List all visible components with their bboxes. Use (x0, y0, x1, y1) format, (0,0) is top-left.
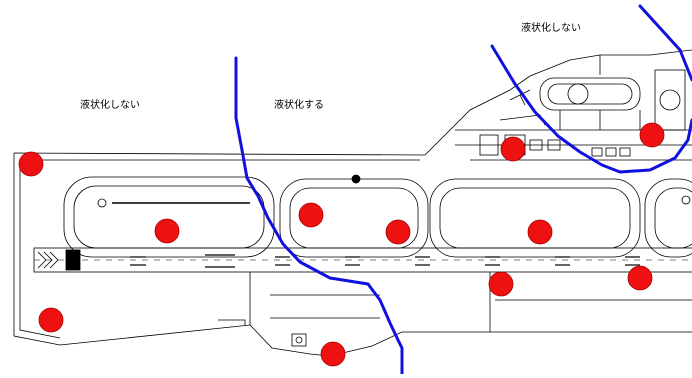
zone-label-liquefaction: 液状化する (274, 100, 324, 111)
black-marker (351, 174, 361, 184)
zone-label-no-liquefaction-west: 液状化しない (80, 100, 140, 111)
survey-point (18, 151, 44, 177)
survey-point (500, 136, 526, 162)
survey-point (38, 307, 64, 333)
survey-point (627, 265, 653, 291)
liquefaction-boundary-line (490, 44, 692, 174)
lower-apron (249, 272, 692, 332)
zone-label-no-liquefaction-east: 液状化しない (521, 23, 581, 34)
taxiway-loop-4 (644, 178, 692, 258)
survey-point (298, 202, 324, 228)
liquefaction-boundary-line (638, 4, 692, 82)
terminal-complex (455, 55, 692, 161)
survey-point (385, 219, 411, 245)
survey-point (320, 341, 346, 367)
navigation-aid (97, 198, 107, 208)
survey-point (488, 271, 514, 297)
runway-threshold (65, 249, 81, 271)
apron-building (291, 333, 307, 347)
island-outline (13, 49, 692, 357)
survey-point (639, 122, 665, 148)
runway-markings (130, 254, 640, 268)
survey-point (154, 218, 180, 244)
liquefaction-boundary-line (234, 56, 404, 376)
taxiway-loop-3 (429, 178, 641, 258)
taxiway-loop-1 (63, 176, 275, 258)
island-inner-edge (19, 159, 420, 339)
survey-point (527, 219, 553, 245)
